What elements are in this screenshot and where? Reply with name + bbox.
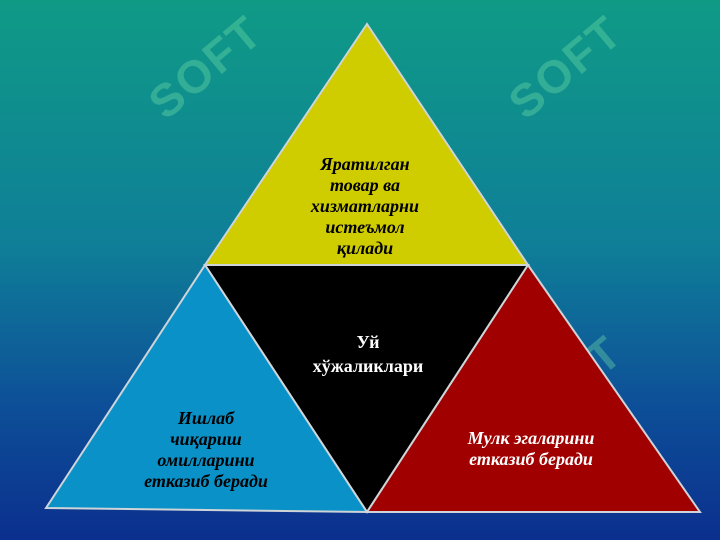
label-line: етказиб беради <box>469 449 593 469</box>
label-line: товар ва <box>329 175 401 195</box>
left-triangle-label: Ишлаб чиқариш омилларини етказиб беради <box>120 408 292 492</box>
center-triangle-label: Уй хўжаликлари <box>290 330 446 378</box>
triangle-left <box>44 263 369 514</box>
label-line: қилади <box>336 238 394 258</box>
label-line: Уй <box>356 332 380 352</box>
right-triangle-label: Мулк эгаларини етказиб беради <box>442 428 620 470</box>
label-line: хўжаликлари <box>312 356 424 376</box>
label-line: Ишлаб <box>177 408 235 428</box>
label-line: истеъмол <box>325 217 405 237</box>
label-line: чиқариш <box>170 429 242 449</box>
label-line: хизматларни <box>310 196 420 216</box>
label-line: етказиб беради <box>144 471 268 491</box>
label-line: Яратилган <box>320 154 410 174</box>
top-triangle-label: Яратилган товар ва хизматларни истеъмол … <box>285 154 445 259</box>
label-line: омилларини <box>157 450 255 470</box>
triangle-right <box>365 263 702 513</box>
label-line: Мулк эгаларини <box>467 428 595 448</box>
